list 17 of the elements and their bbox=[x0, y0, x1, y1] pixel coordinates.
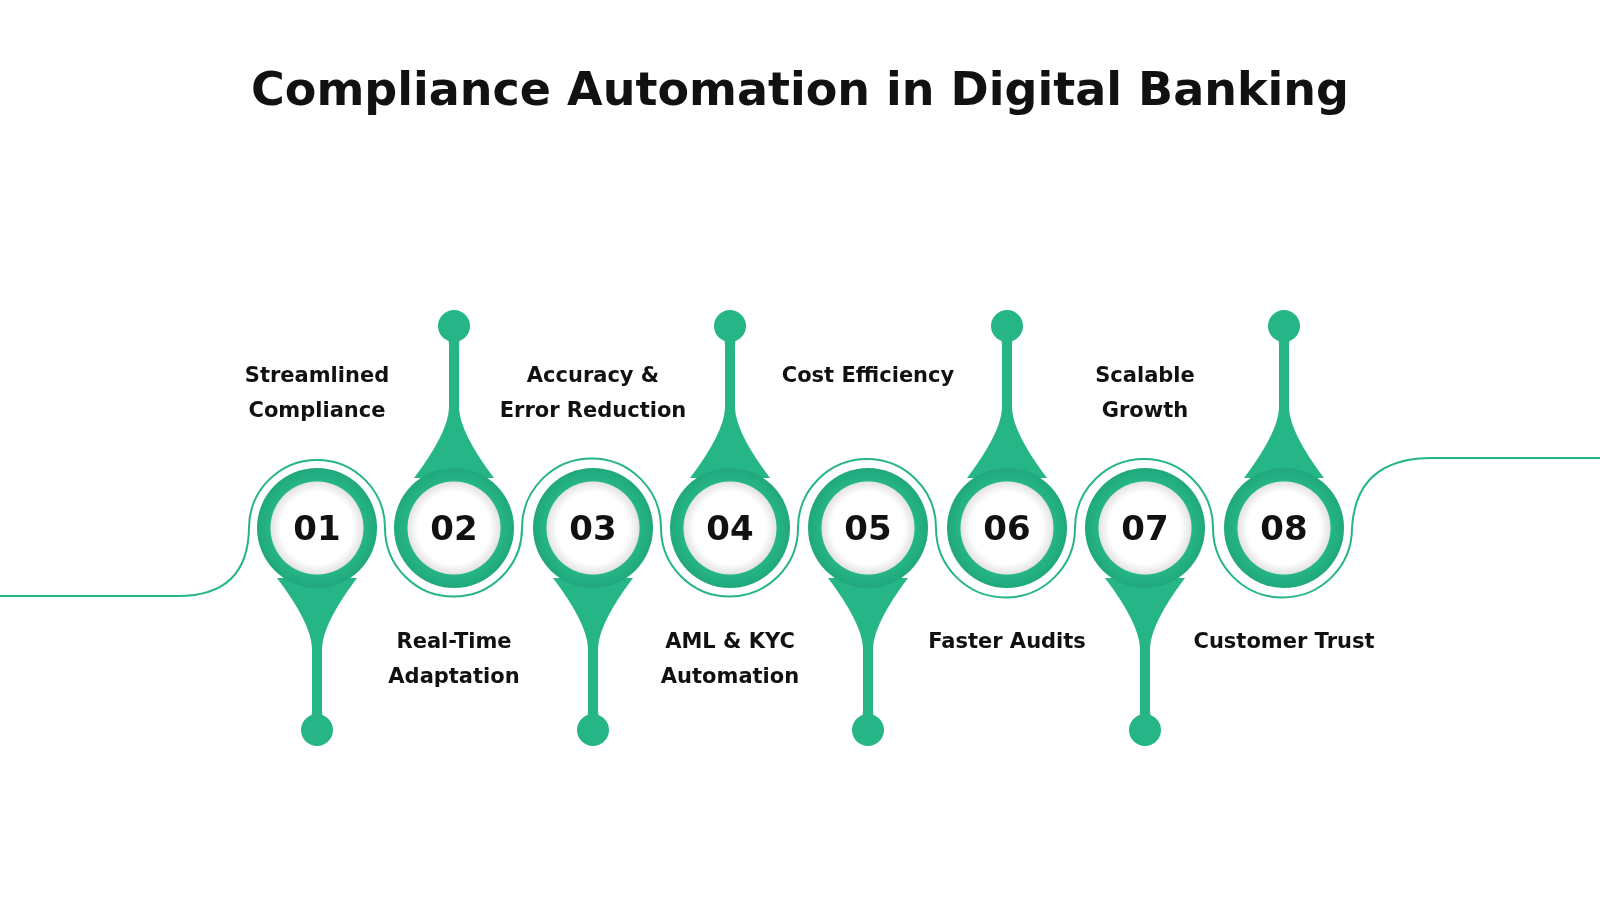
numbered-circle: 05 bbox=[808, 468, 928, 588]
numbered-circle: 04 bbox=[670, 468, 790, 588]
step-label: AML & KYC Automation bbox=[659, 628, 801, 690]
title: Compliance Automation in Digital Banking bbox=[251, 62, 1349, 116]
step-label: Scalable Growth bbox=[1094, 362, 1196, 424]
step-label: Faster Audits bbox=[927, 628, 1087, 655]
numbered-circle: 03 bbox=[533, 468, 653, 588]
step-label: Streamlined Compliance bbox=[243, 362, 391, 424]
numbered-circle: 07 bbox=[1085, 468, 1205, 588]
step-label: Accuracy & Error Reduction bbox=[498, 362, 688, 424]
numbered-circle: 08 bbox=[1224, 468, 1344, 588]
step-label: Cost Efficiency bbox=[780, 362, 956, 389]
step-label: Customer Trust bbox=[1192, 628, 1376, 655]
numbered-circle: 01 bbox=[257, 468, 377, 588]
step-label: Real-Time Adaptation bbox=[387, 628, 521, 690]
numbered-circle: 02 bbox=[394, 468, 514, 588]
numbered-circle: 06 bbox=[947, 468, 1067, 588]
